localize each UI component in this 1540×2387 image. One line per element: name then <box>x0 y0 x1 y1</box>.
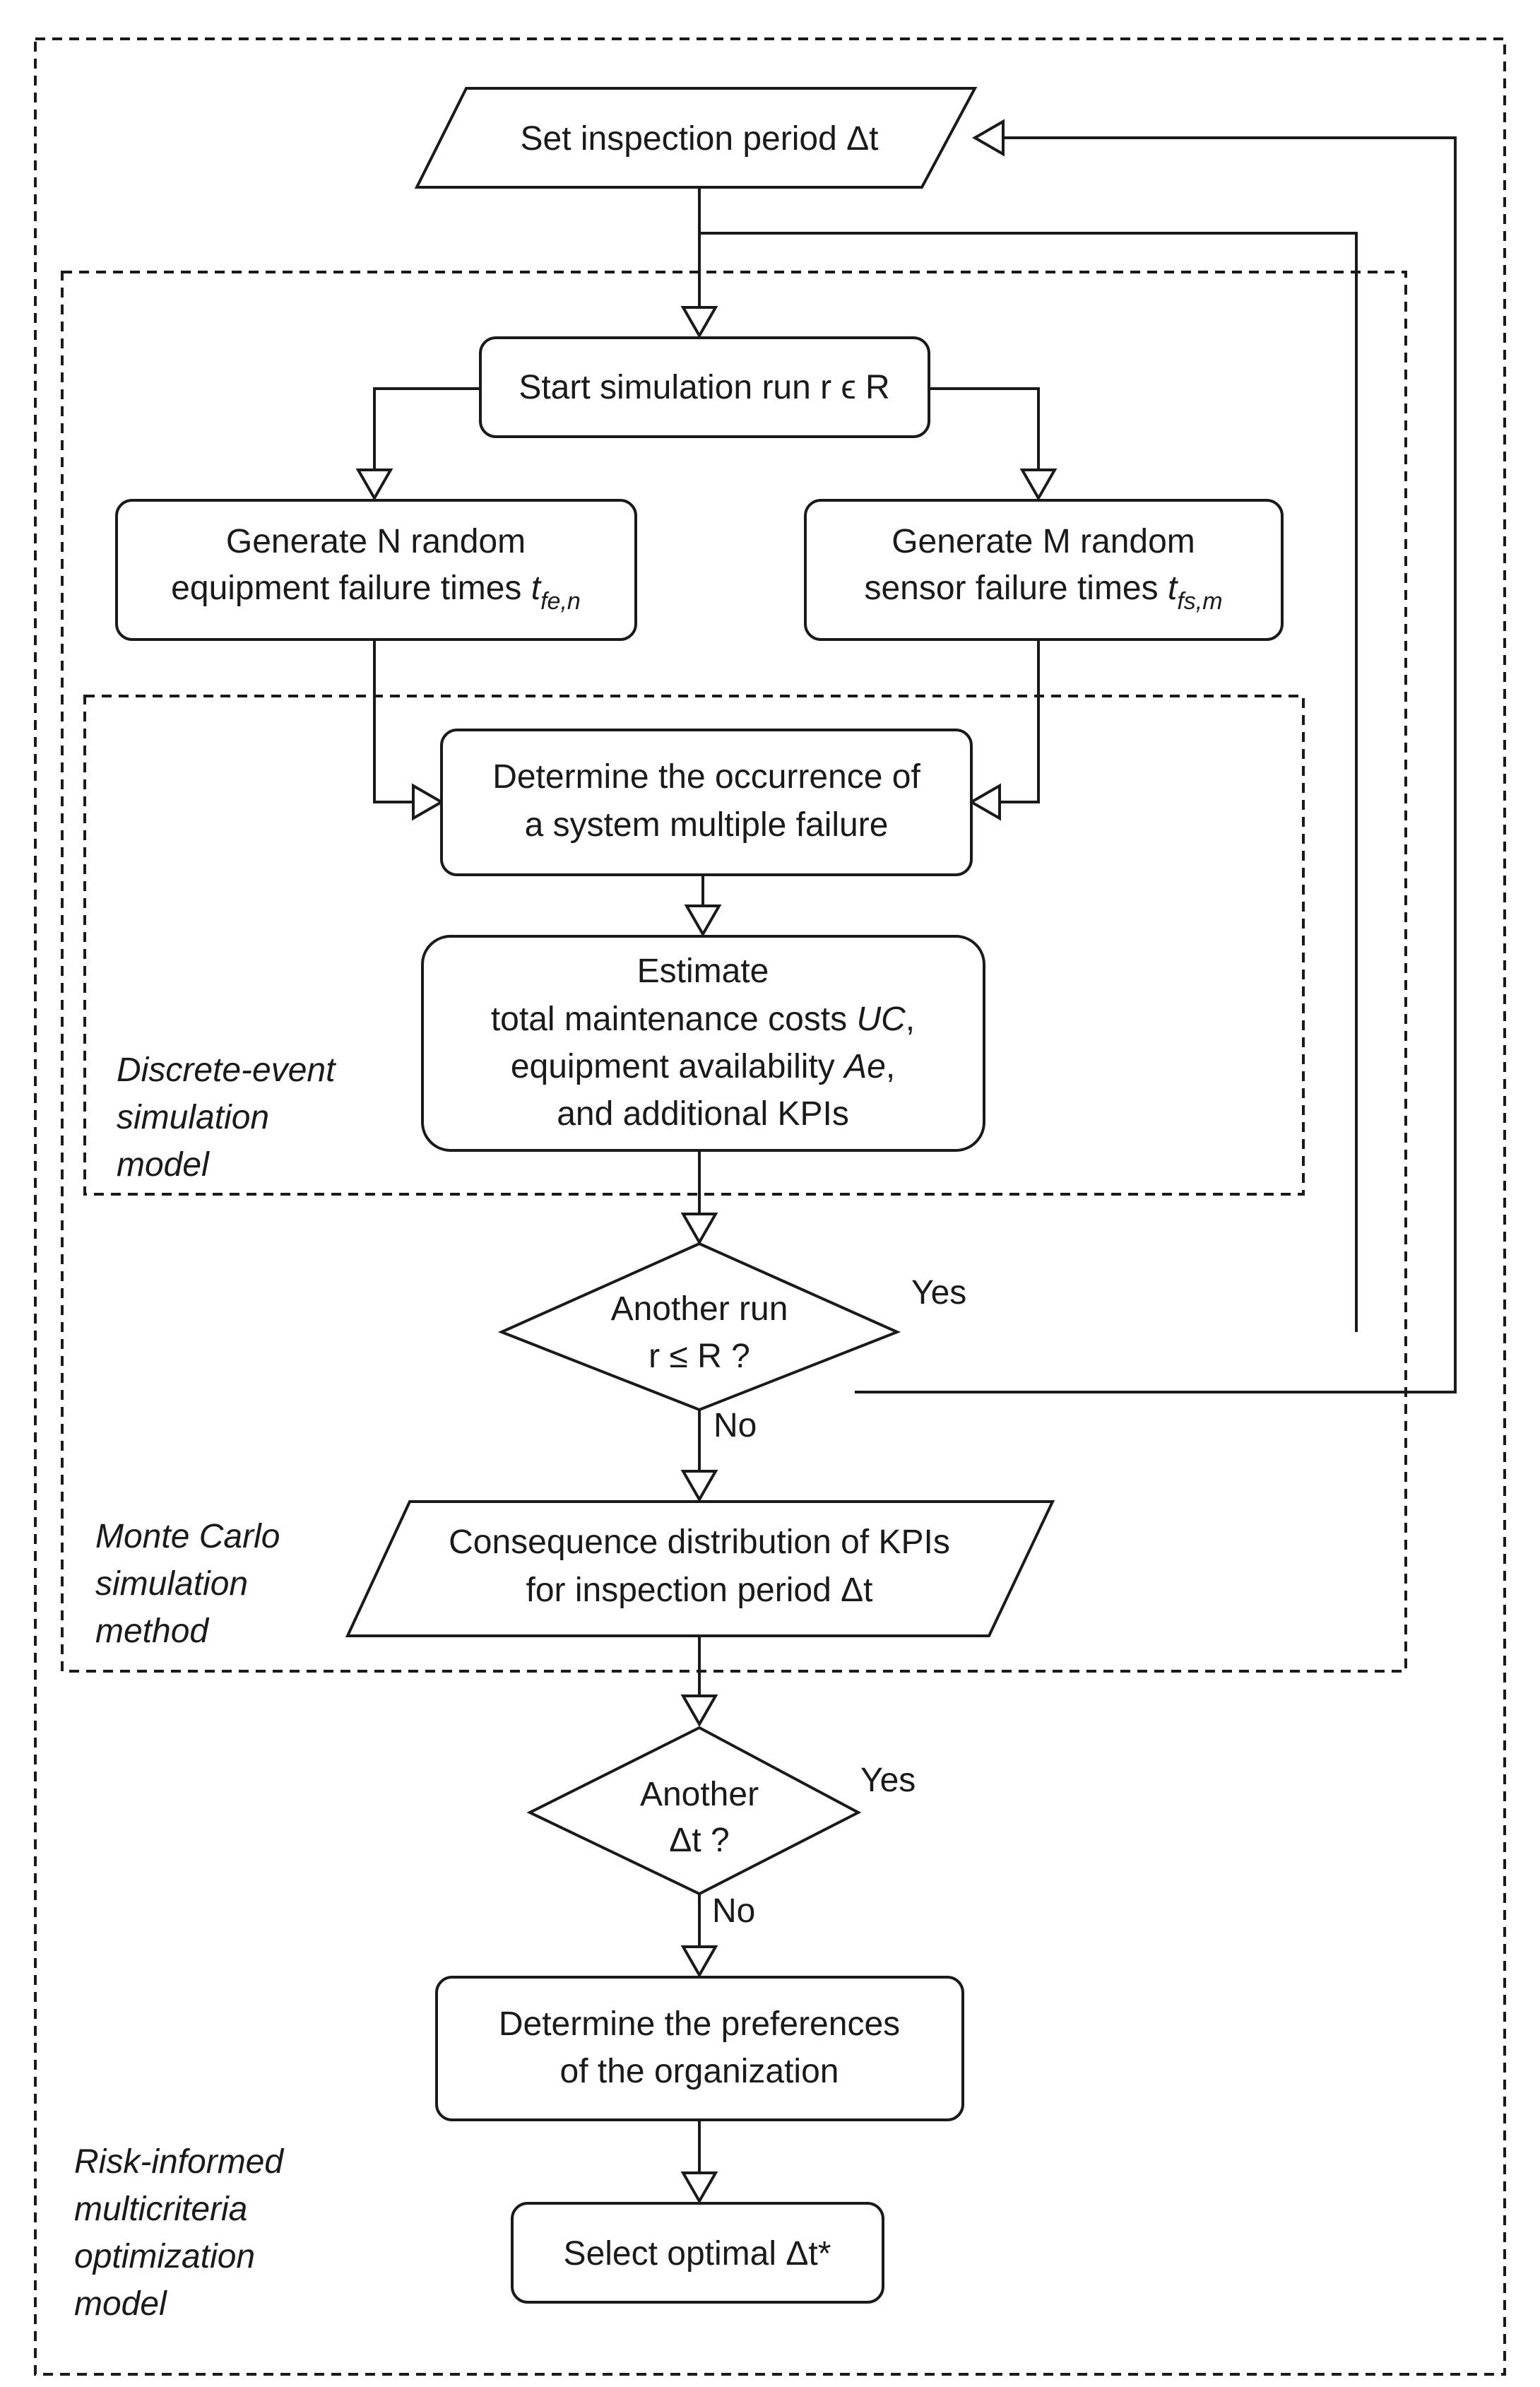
arrowhead-estimate-icon <box>684 904 722 938</box>
label-dt-yes: Yes <box>860 1762 916 1799</box>
node-set-period: Set inspection period Δt <box>414 87 978 189</box>
edge-equipment-to-determine <box>373 640 413 803</box>
node-determine-failure: Determine the occurrence of a system mul… <box>440 729 973 876</box>
svg-text:Another run: Another run <box>611 1290 788 1328</box>
svg-text:Monte Carlo: Monte Carlo <box>95 1518 280 1555</box>
edge-sensor-to-determine <box>1000 640 1040 803</box>
node-preferences: Determine the preferences of the organiz… <box>435 1976 964 2121</box>
svg-text:Determine the preferences: Determine the preferences <box>499 2005 900 2043</box>
node-estimate: Estimate total maintenance costs UC, equ… <box>421 935 985 1152</box>
arrowhead-determine-right-icon <box>968 783 1001 821</box>
svg-text:Determine the occurrence of: Determine the occurrence of <box>492 758 920 796</box>
arrowhead-preferences-icon <box>680 1945 718 1979</box>
edge-dt-yes-loop <box>855 136 1457 1393</box>
label-dt-no: No <box>712 1892 755 1930</box>
node-select-optimal: Select optimal Δt* <box>511 2202 884 2304</box>
svg-text:for inspection period Δt: for inspection period Δt <box>526 1572 873 1609</box>
svg-text:Risk-informed: Risk-informed <box>74 2143 284 2181</box>
label-run-no: No <box>713 1407 757 1444</box>
svg-text:Δt ?: Δt ? <box>669 1822 729 1859</box>
svg-text:of the organization: of the organization <box>560 2053 839 2090</box>
svg-text:Start simulation run r ϵ R: Start simulation run r ϵ R <box>519 369 889 406</box>
arrowhead-sensor-icon <box>1019 468 1058 502</box>
risk-model-container <box>34 37 1506 2376</box>
arrowhead-start-icon <box>680 306 718 339</box>
edge-start-to-sensor <box>929 387 1040 481</box>
svg-text:optimization: optimization <box>74 2238 255 2275</box>
arrowhead-select-icon <box>680 2171 718 2205</box>
edge-run-yes-loop <box>699 232 1358 1332</box>
svg-text:a system multiple failure: a system multiple failure <box>525 806 889 844</box>
discrete-event-container <box>83 695 1305 1196</box>
arrowheads <box>355 119 1058 2205</box>
node-another-run: Another run r ≤ R ? <box>497 1242 901 1412</box>
connectors <box>373 136 1457 2176</box>
svg-text:Another: Another <box>640 1776 759 1813</box>
svg-text:simulation: simulation <box>95 1565 248 1603</box>
arrowhead-anotherdt-icon <box>680 1695 718 1728</box>
monte-carlo-container <box>61 271 1407 1673</box>
arrowhead-determine-left-icon <box>412 783 445 821</box>
svg-text:equipment availability Ae,: equipment availability Ae, <box>511 1048 895 1085</box>
node-generate-sensor: Generate M random sensor failure times t… <box>804 499 1284 641</box>
arrowhead-consequence-icon <box>680 1470 718 1503</box>
svg-text:Generate M random: Generate M random <box>892 523 1195 560</box>
svg-text:model: model <box>117 1146 210 1184</box>
risk-model-label: Risk-informed multicriteria optimization… <box>74 2143 284 2323</box>
node-start-run: Start simulation run r ϵ R <box>479 336 930 438</box>
svg-text:r ≤ R ?: r ≤ R ? <box>648 1338 750 1375</box>
arrowhead-equipment-icon <box>355 468 393 502</box>
svg-text:Discrete-event: Discrete-event <box>117 1051 336 1089</box>
svg-text:Select optimal Δt*: Select optimal Δt* <box>564 2235 831 2273</box>
node-generate-equipment: Generate N random equipment failure time… <box>115 499 637 641</box>
node-another-dt: Another Δt ? <box>526 1726 862 1896</box>
svg-text:model: model <box>74 2285 167 2323</box>
edge-start-to-equipment <box>373 387 480 481</box>
label-run-yes: Yes <box>911 1274 966 1312</box>
svg-text:Set inspection period Δt: Set inspection period Δt <box>520 120 878 158</box>
monte-carlo-label: Monte Carlo simulation method <box>95 1518 280 1650</box>
svg-text:total maintenance costs UC,: total maintenance costs UC, <box>491 1001 915 1038</box>
svg-text:multicriteria: multicriteria <box>74 2191 247 2228</box>
svg-text:Generate N random: Generate N random <box>226 523 526 560</box>
node-consequence: Consequence distribution of KPIs for ins… <box>345 1500 1055 1637</box>
svg-text:Estimate: Estimate <box>637 953 769 990</box>
svg-text:sensor failure times tfs,m: sensor failure times tfs,m <box>864 570 1222 615</box>
discrete-event-label: Discrete-event simulation model <box>117 1051 336 1184</box>
svg-text:equipment failure times tfe,n: equipment failure times tfe,n <box>171 570 581 615</box>
arrowhead-anotherrun-icon <box>680 1213 718 1246</box>
svg-text:method: method <box>95 1613 209 1650</box>
svg-text:Consequence distribution of KP: Consequence distribution of KPIs <box>449 1523 950 1561</box>
svg-text:and additional KPIs: and additional KPIs <box>557 1095 849 1133</box>
svg-text:simulation: simulation <box>117 1099 269 1136</box>
arrowhead-set-period-icon <box>971 119 1005 157</box>
